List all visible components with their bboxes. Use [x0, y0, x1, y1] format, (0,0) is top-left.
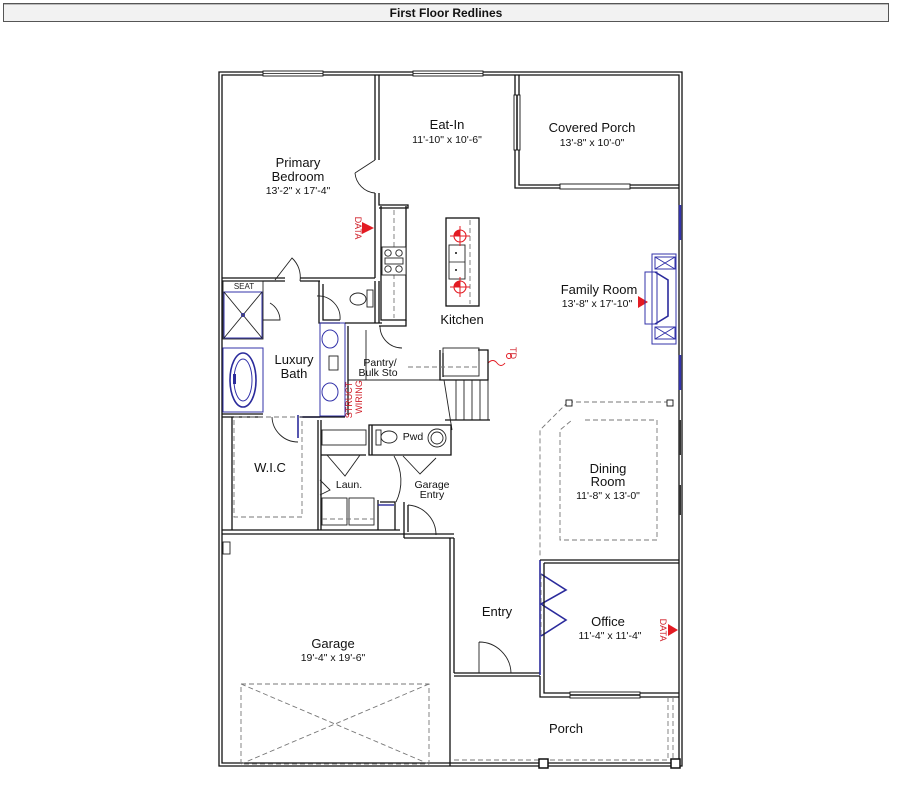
- room-label-dining-room-line2: Room: [591, 474, 626, 489]
- outlet-marker-icon: [450, 226, 470, 246]
- room-label-covered-porch: Covered Porch: [549, 120, 636, 135]
- room-label-luxury-bath-line2: Bath: [281, 366, 308, 381]
- room-label-dining-room: Dining: [590, 461, 627, 476]
- room-label-powder: Pwd: [403, 431, 424, 443]
- room-label-office: Office: [591, 614, 625, 629]
- struct-wiring-label-line2: WIRING: [354, 380, 364, 414]
- interior-walls: [222, 75, 679, 324]
- room-label-luxury-bath: Luxury: [274, 352, 314, 367]
- room-label-garage-entry: Garage: [414, 479, 449, 491]
- room-label-entry: Entry: [482, 604, 513, 619]
- data-outlet-icon: DATA: [353, 217, 374, 240]
- page-title: First Floor Redlines: [3, 3, 889, 22]
- garage-area: [222, 538, 455, 766]
- room-label-primary-bedroom-line2: Bedroom: [272, 169, 325, 184]
- room-label-family-room: Family Room: [561, 282, 638, 297]
- room-label-primary-bedroom: Primary: [276, 155, 321, 170]
- room-label-kitchen: Kitchen: [440, 312, 483, 327]
- porch-area: [454, 697, 681, 769]
- data-outlet-icon: [638, 296, 648, 308]
- svg-text:TD: TD: [508, 347, 518, 359]
- room-label-wic: W.I.C: [254, 460, 286, 475]
- svg-text:DATA: DATA: [658, 619, 668, 642]
- outlet-marker-icon: [450, 277, 470, 297]
- tv-data-marker-icon: TD: [487, 347, 518, 366]
- room-label-laundry: Laun.: [336, 479, 362, 491]
- fireplace: [644, 205, 682, 390]
- staircase: [443, 379, 490, 431]
- kitchen-island: [445, 217, 480, 307]
- seat-label: SEAT: [234, 282, 254, 291]
- room-dims-family-room: 13'-8" x 17'-10": [562, 298, 633, 310]
- pantry-area: [345, 320, 490, 431]
- room-labels: Primary Bedroom 13'-2" x 17'-4" Eat-In 1…: [234, 117, 642, 736]
- room-label-pantry-line2: Bulk Sto: [358, 367, 397, 379]
- luxury-bath-fixtures: [222, 280, 374, 443]
- struct-wiring-label: STRUCT: [344, 381, 354, 418]
- room-dims-garage: 19'-4" x 19'-6": [301, 652, 366, 664]
- room-label-eat-in: Eat-In: [430, 117, 465, 132]
- room-label-garage: Garage: [311, 636, 354, 651]
- room-dims-dining-room: 11'-8" x 13'-0": [576, 490, 640, 502]
- room-label-pantry: Pantry/: [363, 357, 396, 369]
- room-dims-primary-bedroom: 13'-2" x 17'-4": [266, 185, 331, 197]
- room-dims-covered-porch: 13'-8" x 10'-0": [560, 137, 625, 149]
- room-dims-eat-in: 11'-10" x 10'-6": [412, 134, 482, 146]
- entry-office-walls: [454, 399, 681, 699]
- room-dims-office: 11'-4" x 11'-4": [578, 630, 641, 642]
- svg-text:DATA: DATA: [353, 217, 363, 240]
- room-label-porch: Porch: [549, 721, 583, 736]
- room-label-garage-entry-line2: Entry: [420, 489, 445, 501]
- service-walls: [222, 416, 454, 539]
- data-outlet-icon: DATA: [658, 619, 678, 642]
